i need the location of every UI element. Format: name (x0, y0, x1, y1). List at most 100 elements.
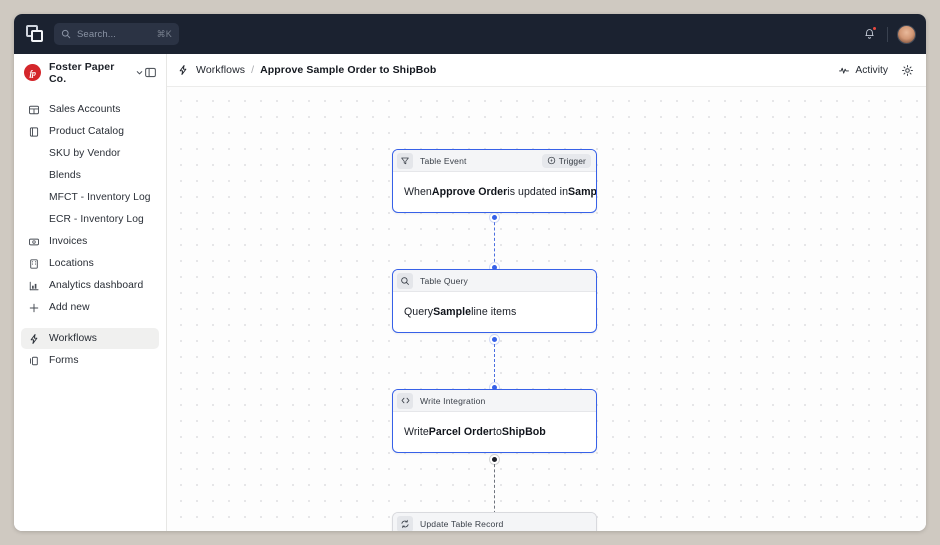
header-actions: Activity (838, 64, 914, 77)
node-text: is updated in (507, 186, 569, 198)
gear-icon[interactable] (901, 64, 914, 77)
trigger-bolt-circle-icon (547, 156, 556, 165)
workflow-node-write-integration[interactable]: Write Integration Write Parcel Order to … (392, 389, 597, 453)
search-placeholder: Search... (77, 28, 116, 40)
sidebar-item-label: Sales Accounts (49, 104, 121, 115)
node-text-strong: Parcel Order (428, 426, 493, 438)
workflow-node-update-table-record[interactable]: Update Table Record (392, 512, 597, 531)
sidebar-item-label: Locations (49, 258, 94, 269)
sidebar-item-sales-accounts[interactable]: Sales Accounts (21, 99, 159, 120)
workspace-switcher[interactable]: fp Foster Paper Co. (14, 57, 166, 88)
activity-button[interactable]: Activity (838, 64, 888, 76)
body: fp Foster Paper Co. Sales Accounts (14, 54, 926, 531)
node-text: line items (471, 306, 517, 318)
sidebar-item-invoices[interactable]: Invoices (21, 231, 159, 252)
sidebar-item-workflows[interactable]: Workflows (21, 328, 159, 349)
sidebar-item-label: Workflows (49, 333, 98, 344)
sidebar-item-blends[interactable]: Blends (21, 165, 159, 186)
stacked-squares-logo-icon[interactable] (26, 25, 44, 43)
sidebar-item-ecr-inventory-log[interactable]: ECR - Inventory Log (21, 209, 159, 230)
trigger-badge[interactable]: Trigger (541, 153, 591, 168)
node-body: Query Sample line items (393, 292, 596, 332)
invoice-icon (28, 236, 41, 248)
connector-line (494, 339, 495, 387)
sidebar-item-label: Product Catalog (49, 126, 125, 137)
table-icon (28, 104, 41, 116)
sidebar-item-analytics-dashboard[interactable]: Analytics dashboard (21, 275, 159, 296)
node-header: Write Integration (393, 390, 596, 412)
node-text-strong: Sample (433, 306, 472, 318)
node-text: to (492, 426, 502, 438)
node-header: Table Event Trigger (393, 150, 596, 172)
top-bar: Search... ⌘K (14, 14, 926, 54)
connector-line (494, 459, 495, 519)
logo-square-front (31, 30, 43, 42)
activity-pulse-icon (838, 64, 850, 76)
breadcrumb-separator: / (251, 64, 255, 76)
connector-dot[interactable] (490, 455, 499, 464)
canvas-header: Workflows / Approve Sample Order to Ship… (167, 54, 926, 87)
sidebar-item-label: ECR - Inventory Log (49, 214, 144, 225)
sidebar-item-sku-by-vendor[interactable]: SKU by Vendor (21, 143, 159, 164)
sidebar-panel-icon[interactable] (144, 66, 157, 79)
filter-funnel-icon (397, 152, 413, 169)
topbar-divider (887, 26, 888, 42)
node-type-label: Table Query (420, 275, 468, 286)
node-header: Update Table Record (393, 513, 596, 531)
search-icon (397, 272, 413, 289)
refresh-sync-icon (397, 515, 413, 531)
sidebar-item-add-new[interactable]: Add new (21, 297, 159, 318)
plus-icon (28, 302, 41, 314)
sidebar-item-label: Forms (49, 355, 79, 366)
node-text-strong: Samples (568, 186, 597, 198)
page-title: Approve Sample Order to ShipBob (260, 64, 437, 76)
building-icon (28, 258, 41, 270)
connector-dot[interactable] (490, 335, 499, 344)
sidebar-nav-secondary: Workflows Forms (14, 328, 166, 371)
sidebar-item-forms[interactable]: Forms (21, 350, 159, 371)
workspace-name: Foster Paper Co. (49, 60, 115, 85)
notification-dot (872, 26, 877, 31)
node-text: Write (404, 426, 429, 438)
workspace-logo: fp (24, 64, 41, 81)
activity-label: Activity (855, 64, 888, 76)
sidebar-item-label: MFCT - Inventory Log (49, 192, 151, 203)
canvas-column: Workflows / Approve Sample Order to Ship… (167, 54, 926, 531)
sidebar-item-label: Blends (49, 170, 81, 181)
node-body: When Approve Order is updated in Samples (393, 172, 596, 212)
node-header: Table Query (393, 270, 596, 292)
chevron-down-icon (135, 68, 144, 77)
connector-line (494, 217, 495, 267)
book-icon (28, 126, 41, 138)
trigger-badge-label: Trigger (558, 155, 586, 166)
sidebar-item-label: Invoices (49, 236, 88, 247)
sidebar-item-product-catalog[interactable]: Product Catalog (21, 121, 159, 142)
app-window: Search... ⌘K fp Foster Paper Co. (14, 14, 926, 531)
sidebar: fp Foster Paper Co. Sales Accounts (14, 54, 167, 531)
workflow-node-table-query[interactable]: Table Query Query Sample line items (392, 269, 597, 333)
sidebar-item-label: Analytics dashboard (49, 280, 144, 291)
sidebar-item-label: Add new (49, 302, 90, 313)
workflow-node-table-event[interactable]: Table Event Trigger When Approve Order i… (392, 149, 597, 213)
sidebar-item-mfct-inventory-log[interactable]: MFCT - Inventory Log (21, 187, 159, 208)
node-type-label: Update Table Record (420, 518, 504, 529)
topbar-actions (860, 24, 916, 44)
connector-dot[interactable] (490, 213, 499, 222)
node-text-strong: Approve Order (431, 186, 508, 198)
search-icon (61, 29, 71, 39)
node-text-strong: ShipBob (501, 426, 546, 438)
search-shortcut-hint: ⌘K (156, 28, 172, 39)
workflow-canvas[interactable]: Table Event Trigger When Approve Order i… (167, 87, 926, 531)
lightning-icon (177, 64, 189, 76)
sidebar-item-label: SKU by Vendor (49, 148, 121, 159)
bar-chart-icon (28, 280, 41, 292)
code-brackets-icon (397, 392, 413, 409)
form-icon (28, 355, 41, 367)
node-body: Write Parcel Order to ShipBob (393, 412, 596, 452)
lightning-icon (28, 333, 41, 345)
avatar[interactable] (897, 24, 916, 44)
sidebar-item-locations[interactable]: Locations (21, 253, 159, 274)
search-input[interactable]: Search... ⌘K (54, 23, 179, 45)
notifications-button[interactable] (860, 25, 878, 43)
breadcrumb-root[interactable]: Workflows (196, 64, 246, 76)
